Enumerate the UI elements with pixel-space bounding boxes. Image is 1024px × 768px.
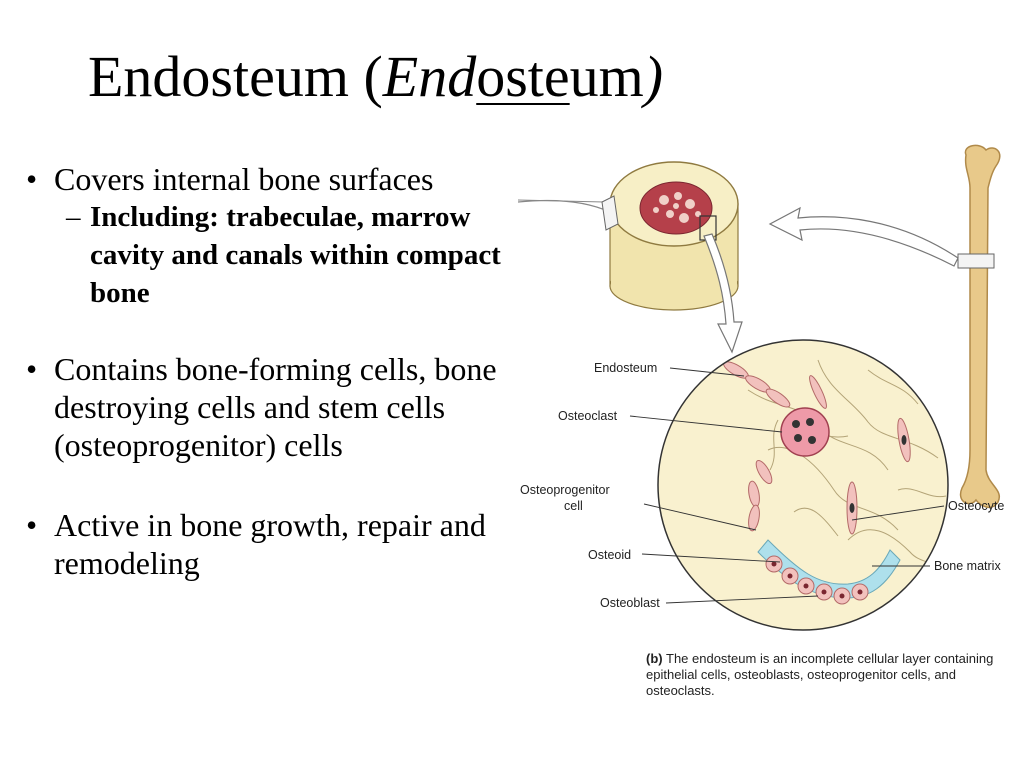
bullet-text: Covers internal bone surfaces	[54, 161, 434, 197]
title-close: )	[643, 44, 664, 109]
figure-caption: (b) The endosteum is an incomplete cellu…	[646, 651, 1016, 699]
bullet-text: Active in bone growth, repair and remode…	[54, 507, 486, 581]
bullet-item: • Contains bone-forming cells, bone destr…	[26, 350, 516, 464]
label-osteoid: Osteoid	[588, 548, 631, 562]
label-osteoclast: Osteoclast	[558, 409, 618, 423]
label-bone-matrix: Bone matrix	[934, 559, 1001, 573]
bullet-list: • Covers internal bone surfaces –Includin…	[26, 160, 516, 582]
title-main: Endosteum (	[88, 44, 383, 109]
humerus-bone	[957, 144, 1001, 509]
bullet-item: • Covers internal bone surfaces	[26, 160, 516, 198]
bullet-dot: •	[26, 507, 38, 543]
title-um: um	[569, 44, 644, 109]
title-end: End	[382, 44, 477, 109]
bone-cross-section	[601, 161, 739, 311]
label-osteoblast: Osteoblast	[600, 596, 660, 610]
sub-bullet-item: –Including: trabeculae, marrow cavity an…	[26, 198, 516, 312]
sub-bullet-text: Including: trabeculae, marrow cavity and…	[90, 201, 501, 309]
bullet-dot: •	[26, 351, 38, 387]
magnified-view	[657, 339, 949, 631]
pointer-line	[518, 199, 605, 203]
leader-lines	[629, 367, 945, 604]
osteoclast-cell	[780, 407, 830, 457]
caption-text: The endosteum is an incomplete cellular …	[646, 651, 994, 698]
label-endosteum: Endosteum	[594, 361, 657, 375]
label-osteocyte: Osteocyte	[948, 499, 1004, 513]
label-osteoprogenitor-line2: cell	[564, 499, 583, 513]
arrow-icon	[703, 233, 743, 354]
sub-bullet-dash: –	[66, 201, 81, 233]
arrow-icon	[768, 206, 959, 267]
osteoclast-nuclei	[792, 418, 816, 444]
slide-title: Endosteum (Endosteum)	[88, 48, 663, 106]
caption-prefix: (b)	[646, 651, 663, 666]
endosteum-illustration: Endosteum Osteoclast Osteoprogenitor cel…	[518, 144, 1004, 631]
bullet-item: • Active in bone growth, repair and remod…	[26, 506, 516, 582]
label-osteoprogenitor-line1: Osteoprogenitor	[520, 483, 610, 497]
title-oste: oste	[476, 44, 570, 109]
bullet-dot: •	[26, 161, 38, 197]
bullet-text: Contains bone-forming cells, bone destro…	[54, 351, 497, 463]
